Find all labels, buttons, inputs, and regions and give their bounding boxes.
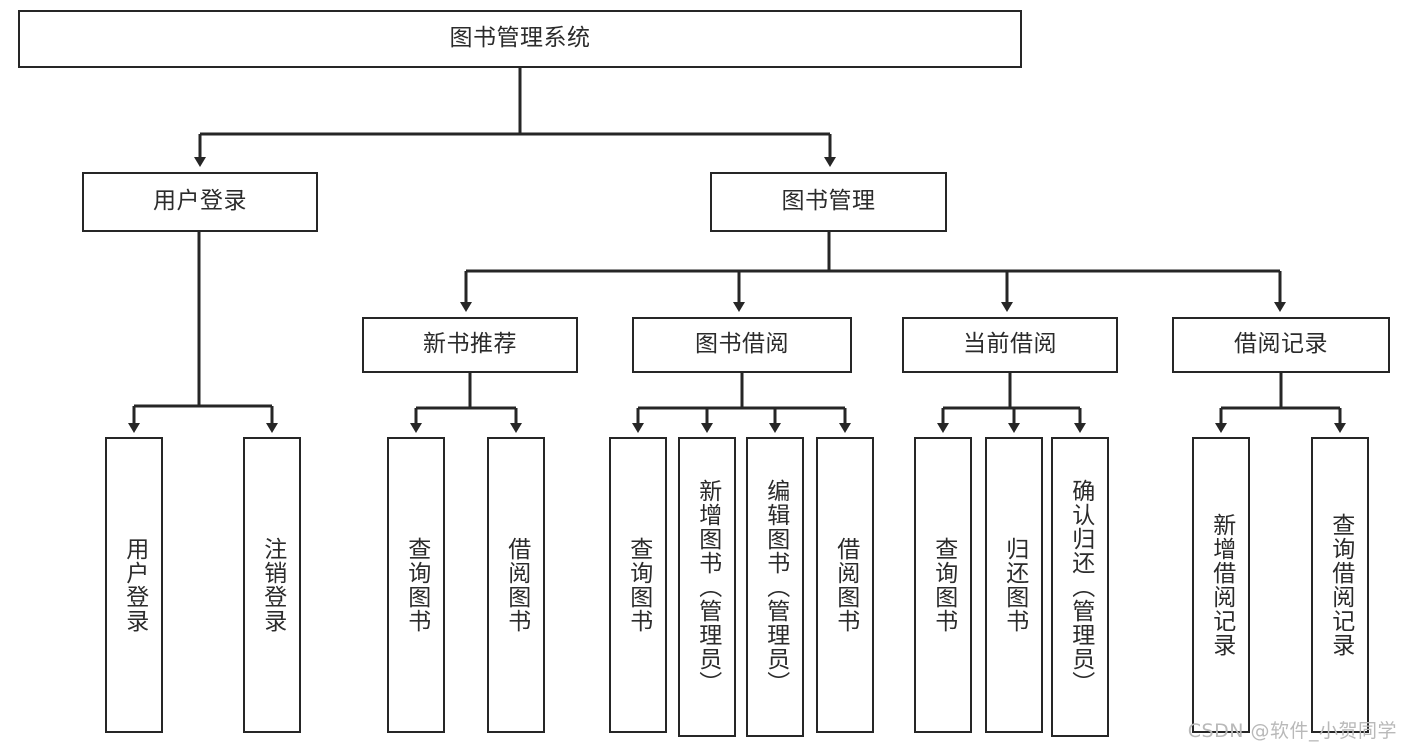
node-user-login-label: 用户登录 xyxy=(153,188,247,215)
node-leaf-add-book-admin[interactable]: 新增图书（管理员） xyxy=(678,437,736,737)
node-leaf-return-book[interactable]: 归还图书 xyxy=(985,437,1043,733)
node-user-login[interactable]: 用户登录 xyxy=(82,172,318,232)
node-leaf-query-book-3-label: 查询图书 xyxy=(930,537,957,633)
node-current-borrow[interactable]: 当前借阅 xyxy=(902,317,1118,373)
node-leaf-add-book-admin-label: 新增图书（管理员） xyxy=(694,479,721,695)
node-book-borrow[interactable]: 图书借阅 xyxy=(632,317,852,373)
node-leaf-logout[interactable]: 注销登录 xyxy=(243,437,301,733)
node-leaf-return-book-label: 归还图书 xyxy=(1001,537,1028,633)
node-leaf-query-book-1[interactable]: 查询图书 xyxy=(387,437,445,733)
node-leaf-user-login[interactable]: 用户登录 xyxy=(105,437,163,733)
node-leaf-query-book-2[interactable]: 查询图书 xyxy=(609,437,667,733)
node-leaf-edit-book-admin[interactable]: 编辑图书（管理员） xyxy=(746,437,804,737)
node-leaf-query-borrow-record[interactable]: 查询借阅记录 xyxy=(1311,437,1369,733)
node-leaf-add-borrow-record-label: 新增借阅记录 xyxy=(1208,513,1235,657)
node-new-book-recommend-label: 新书推荐 xyxy=(423,331,517,358)
node-leaf-borrow-book-1[interactable]: 借阅图书 xyxy=(487,437,545,733)
node-book-manage[interactable]: 图书管理 xyxy=(710,172,947,232)
node-leaf-logout-label: 注销登录 xyxy=(259,537,286,633)
node-root-label: 图书管理系统 xyxy=(449,25,591,52)
node-leaf-edit-book-admin-label: 编辑图书（管理员） xyxy=(762,479,789,695)
node-leaf-query-book-1-label: 查询图书 xyxy=(403,537,430,633)
node-new-book-recommend[interactable]: 新书推荐 xyxy=(362,317,578,373)
node-leaf-user-login-label: 用户登录 xyxy=(121,537,148,633)
node-current-borrow-label: 当前借阅 xyxy=(963,331,1057,358)
node-leaf-confirm-return-admin[interactable]: 确认归还（管理员） xyxy=(1051,437,1109,737)
node-leaf-query-book-2-label: 查询图书 xyxy=(625,537,652,633)
node-book-borrow-label: 图书借阅 xyxy=(695,331,789,358)
node-borrow-record[interactable]: 借阅记录 xyxy=(1172,317,1390,373)
node-leaf-borrow-book-1-label: 借阅图书 xyxy=(503,537,530,633)
node-book-manage-label: 图书管理 xyxy=(781,188,876,215)
node-leaf-borrow-book-2-label: 借阅图书 xyxy=(832,537,859,633)
node-root[interactable]: 图书管理系统 xyxy=(18,10,1022,68)
node-leaf-query-book-3[interactable]: 查询图书 xyxy=(914,437,972,733)
node-leaf-add-borrow-record[interactable]: 新增借阅记录 xyxy=(1192,437,1250,733)
node-leaf-confirm-return-admin-label: 确认归还（管理员） xyxy=(1067,479,1094,695)
node-leaf-query-borrow-record-label: 查询借阅记录 xyxy=(1327,513,1354,657)
node-borrow-record-label: 借阅记录 xyxy=(1234,331,1328,358)
node-leaf-borrow-book-2[interactable]: 借阅图书 xyxy=(816,437,874,733)
